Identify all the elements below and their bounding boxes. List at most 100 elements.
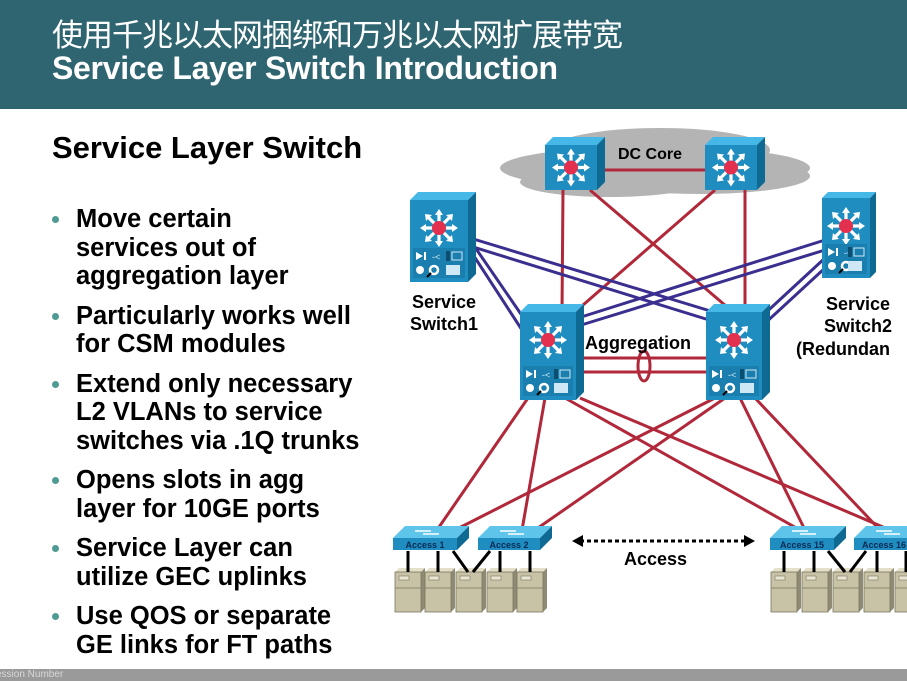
server-icon [832,568,863,613]
service-switch1-label-line1: Service [412,292,476,312]
access-span-arrow [572,535,755,547]
access-label: Access [624,549,687,569]
server-icon [894,568,907,613]
bullet-line: Use QOS or separate [76,602,332,630]
svg-text:-<: -< [542,370,550,380]
service-agg-link [468,249,524,331]
multilayer-switch-icon [825,205,867,247]
core-agg-link [574,188,716,314]
access-switch-label: Access 2 [489,540,528,550]
dc-core-switch-2[interactable] [705,137,765,190]
service-switch-2[interactable]: -< [822,192,876,278]
multilayer-switch-icon [713,319,755,361]
aggregation-switch-1[interactable]: -< [520,304,584,400]
agg-access-link [435,397,530,531]
access-switch-15[interactable]: Access 15 [770,526,846,550]
service-agg-link [577,238,826,320]
service-agg-link [469,236,741,322]
core-agg-link [589,188,741,320]
bullet-dot-icon [52,380,59,388]
multilayer-switch-icon [550,146,592,189]
bullet-line: L2 VLANs to service [76,398,323,426]
service-switch2-label-line1: Service [826,294,890,314]
dc-core-switch-1[interactable] [545,137,605,190]
agg-access-link [520,397,547,531]
agg-access-link [564,396,801,532]
bullet-line: utilize GEC uplinks [76,562,307,591]
service-agg-link [469,244,736,330]
server-icon [455,568,486,613]
svg-text:-<: -< [728,370,736,380]
agg-access-link [534,396,726,532]
service-agg-link [758,256,827,320]
access-switch-label: Access 15 [780,540,824,550]
bullet-line: services out of [76,233,256,262]
agg-access-link [579,396,891,532]
bullet-dot-icon [52,312,59,320]
server-icon [770,568,801,613]
service-switch1-label-line2: Switch1 [410,314,478,334]
server-cable [826,550,847,573]
agg-access-link [738,397,807,531]
server-icon [801,568,832,613]
svg-text:-<: -< [432,252,440,262]
service-switch2-label-line2: Switch2 [824,316,892,336]
access-switch-label: Access 16 [862,540,906,550]
footer-session-number: ession Number [0,669,64,680]
bullet-line: switches via .1Q trunks [76,426,360,455]
title-banner: 使用千兆以太网捆绑和万兆以太网扩展带宽 Service Layer Switch… [0,0,907,109]
server-icon [424,568,455,613]
multilayer-switch-icon [527,319,569,361]
bullet-line: Particularly works well [76,301,351,330]
multilayer-switch-icon [710,146,752,189]
aggregation-switch-2[interactable]: -< [706,304,770,400]
bullet-line: GE links for FT paths [76,630,333,659]
title-chinese: 使用千兆以太网捆绑和万兆以太网扩展带宽 [52,18,623,54]
section-title: Service Layer Switch [52,130,363,165]
server-icon [863,568,894,613]
core-agg-link [560,189,565,313]
title-english: Service Layer Switch Introduction [52,50,558,86]
access-switch-2[interactable]: Access 2 [478,526,552,550]
agg-access-link [454,396,716,532]
network-links [435,168,891,532]
bullet-dot-icon [52,545,59,552]
access-switch-label: Access 1 [405,540,444,550]
service-switch2-label-line3: (Redundan [796,339,890,359]
service-agg-link [468,239,527,321]
bullet-dot-icon [52,613,59,620]
server-icon [516,568,547,613]
access-switch-16[interactable]: Access 16 [854,526,907,550]
service-switch-1[interactable]: -< [410,192,476,282]
bullet-dot-icon [52,477,59,484]
bullet-line: Extend only necessary [76,369,353,398]
agg-access-link [753,396,882,532]
bullet-line: Move certain [76,205,232,233]
server-cable [471,550,492,573]
server-icon [486,568,517,613]
footer-bar: ession Number [0,669,907,681]
server-cable [848,550,868,573]
bullet-line: layer for 10GE ports [76,494,320,523]
bullet-dot-icon [52,216,59,223]
server-icon [394,568,425,613]
port-channel-icon [636,349,652,383]
bullet-line: aggregation layer [76,262,289,290]
access-switch-1[interactable]: Access 1 [393,526,469,550]
bullet-line: Opens slots in agg [76,466,305,494]
aggregation-label: Aggregation [585,333,691,353]
service-agg-link [760,266,827,328]
dc-core-label: DC Core [618,146,682,163]
server-cable [451,550,470,573]
service-agg-link [577,248,826,328]
bullet-line: Service Layer can [76,534,293,562]
multilayer-switch-icon [418,207,460,249]
